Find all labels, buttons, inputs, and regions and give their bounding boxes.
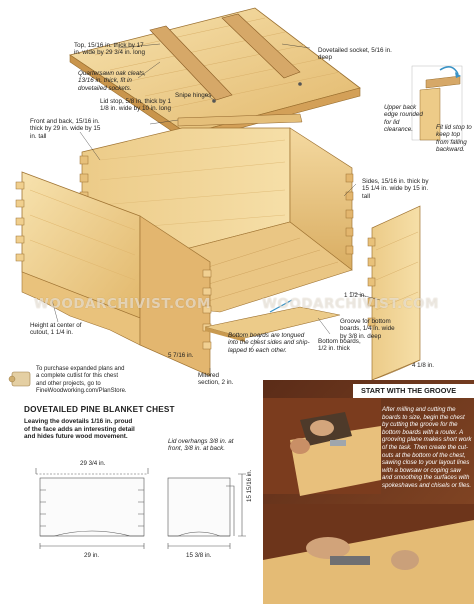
callout-sides: Sides, 15/16 in. thick by 15 1/4 in. wid… bbox=[362, 178, 429, 200]
callout-lid-stop: Lid stop, 5/8 in. thick by 1 1/8 in. wid… bbox=[100, 98, 172, 113]
callout-one-half: 1 1/2 in. bbox=[344, 292, 367, 299]
watermark-left: WOODARCHIVIST.COM bbox=[34, 296, 211, 312]
callout-cleats: Quartersawn oak cleats, 13/16 in. thick,… bbox=[78, 70, 146, 92]
front-elevation bbox=[35, 468, 149, 549]
dim-side-width: 15 3/8 in. bbox=[186, 552, 212, 559]
callout-fit-lid-stop: Fit lid stop to keep top from falling ba… bbox=[436, 124, 472, 154]
bottom-arrow bbox=[269, 299, 293, 313]
groove-heading: START WITH THE GROOVE bbox=[353, 384, 474, 398]
snipe-hinge-marks bbox=[212, 82, 302, 103]
detail-inset bbox=[411, 65, 463, 141]
callout-purchase: To purchase expanded plans and a complet… bbox=[36, 366, 127, 395]
callout-snipe-hinges: Snipe hinges bbox=[175, 92, 212, 99]
photo-plane-bottom bbox=[263, 504, 474, 604]
right-side-exploded bbox=[367, 205, 421, 381]
dim-front-width-top: 29 3/4 in. bbox=[80, 460, 106, 467]
leader-lines bbox=[51, 43, 381, 376]
lid-stop bbox=[177, 113, 303, 127]
dim-front-width-bottom: 29 in. bbox=[84, 552, 100, 559]
callout-top: Top, 15/16 in. thick by 17 in. wide by 2… bbox=[74, 42, 146, 57]
callout-front-back: Front and back, 15/16 in. thick by 29 in… bbox=[30, 118, 101, 140]
section-lid-overhangs: Lid overhangs 3/8 in. at front, 3/8 in. … bbox=[168, 438, 234, 453]
callout-upper-back-edge: Upper back edge rounded for lid clearanc… bbox=[384, 104, 423, 134]
watermark-right: WOODARCHIVIST.COM bbox=[262, 296, 439, 312]
callout-dovetailed-socket: Dovetailed socket, 5/16 in. deep bbox=[318, 47, 392, 62]
section-title: DOVETAILED PINE BLANKET CHEST bbox=[24, 405, 175, 414]
loose-bottom-board bbox=[204, 306, 341, 342]
plans-scroll-icon bbox=[8, 371, 31, 387]
callout-bottom-boards-tongued: Bottom boards are tongued into the chest… bbox=[228, 332, 310, 354]
photo-plane-top bbox=[263, 398, 381, 496]
dim-height: 15 15/16 in. bbox=[246, 469, 253, 502]
callout-5-7-16: 5 7/16 in. bbox=[168, 352, 194, 359]
side-elevation bbox=[167, 473, 246, 549]
section-leaving-note: Leaving the dovetails 1/16 in. proud of … bbox=[24, 418, 135, 441]
groove-text: After milling and cutting the boards to … bbox=[382, 406, 472, 489]
lid-top bbox=[69, 7, 361, 143]
callout-height-center: Height at center of cutout, 1 1/4 in. bbox=[30, 322, 82, 337]
callout-groove: Groove for bottom boards, 1/4 in. wide b… bbox=[340, 318, 395, 340]
callout-mitered: Mitered section, 2 in. bbox=[198, 372, 234, 387]
callout-4-1-8: 4 1/8 in. bbox=[412, 362, 435, 369]
callout-bottom-boards: Bottom boards, 1/2 in. thick bbox=[318, 338, 361, 353]
right-side-panel bbox=[289, 127, 354, 271]
